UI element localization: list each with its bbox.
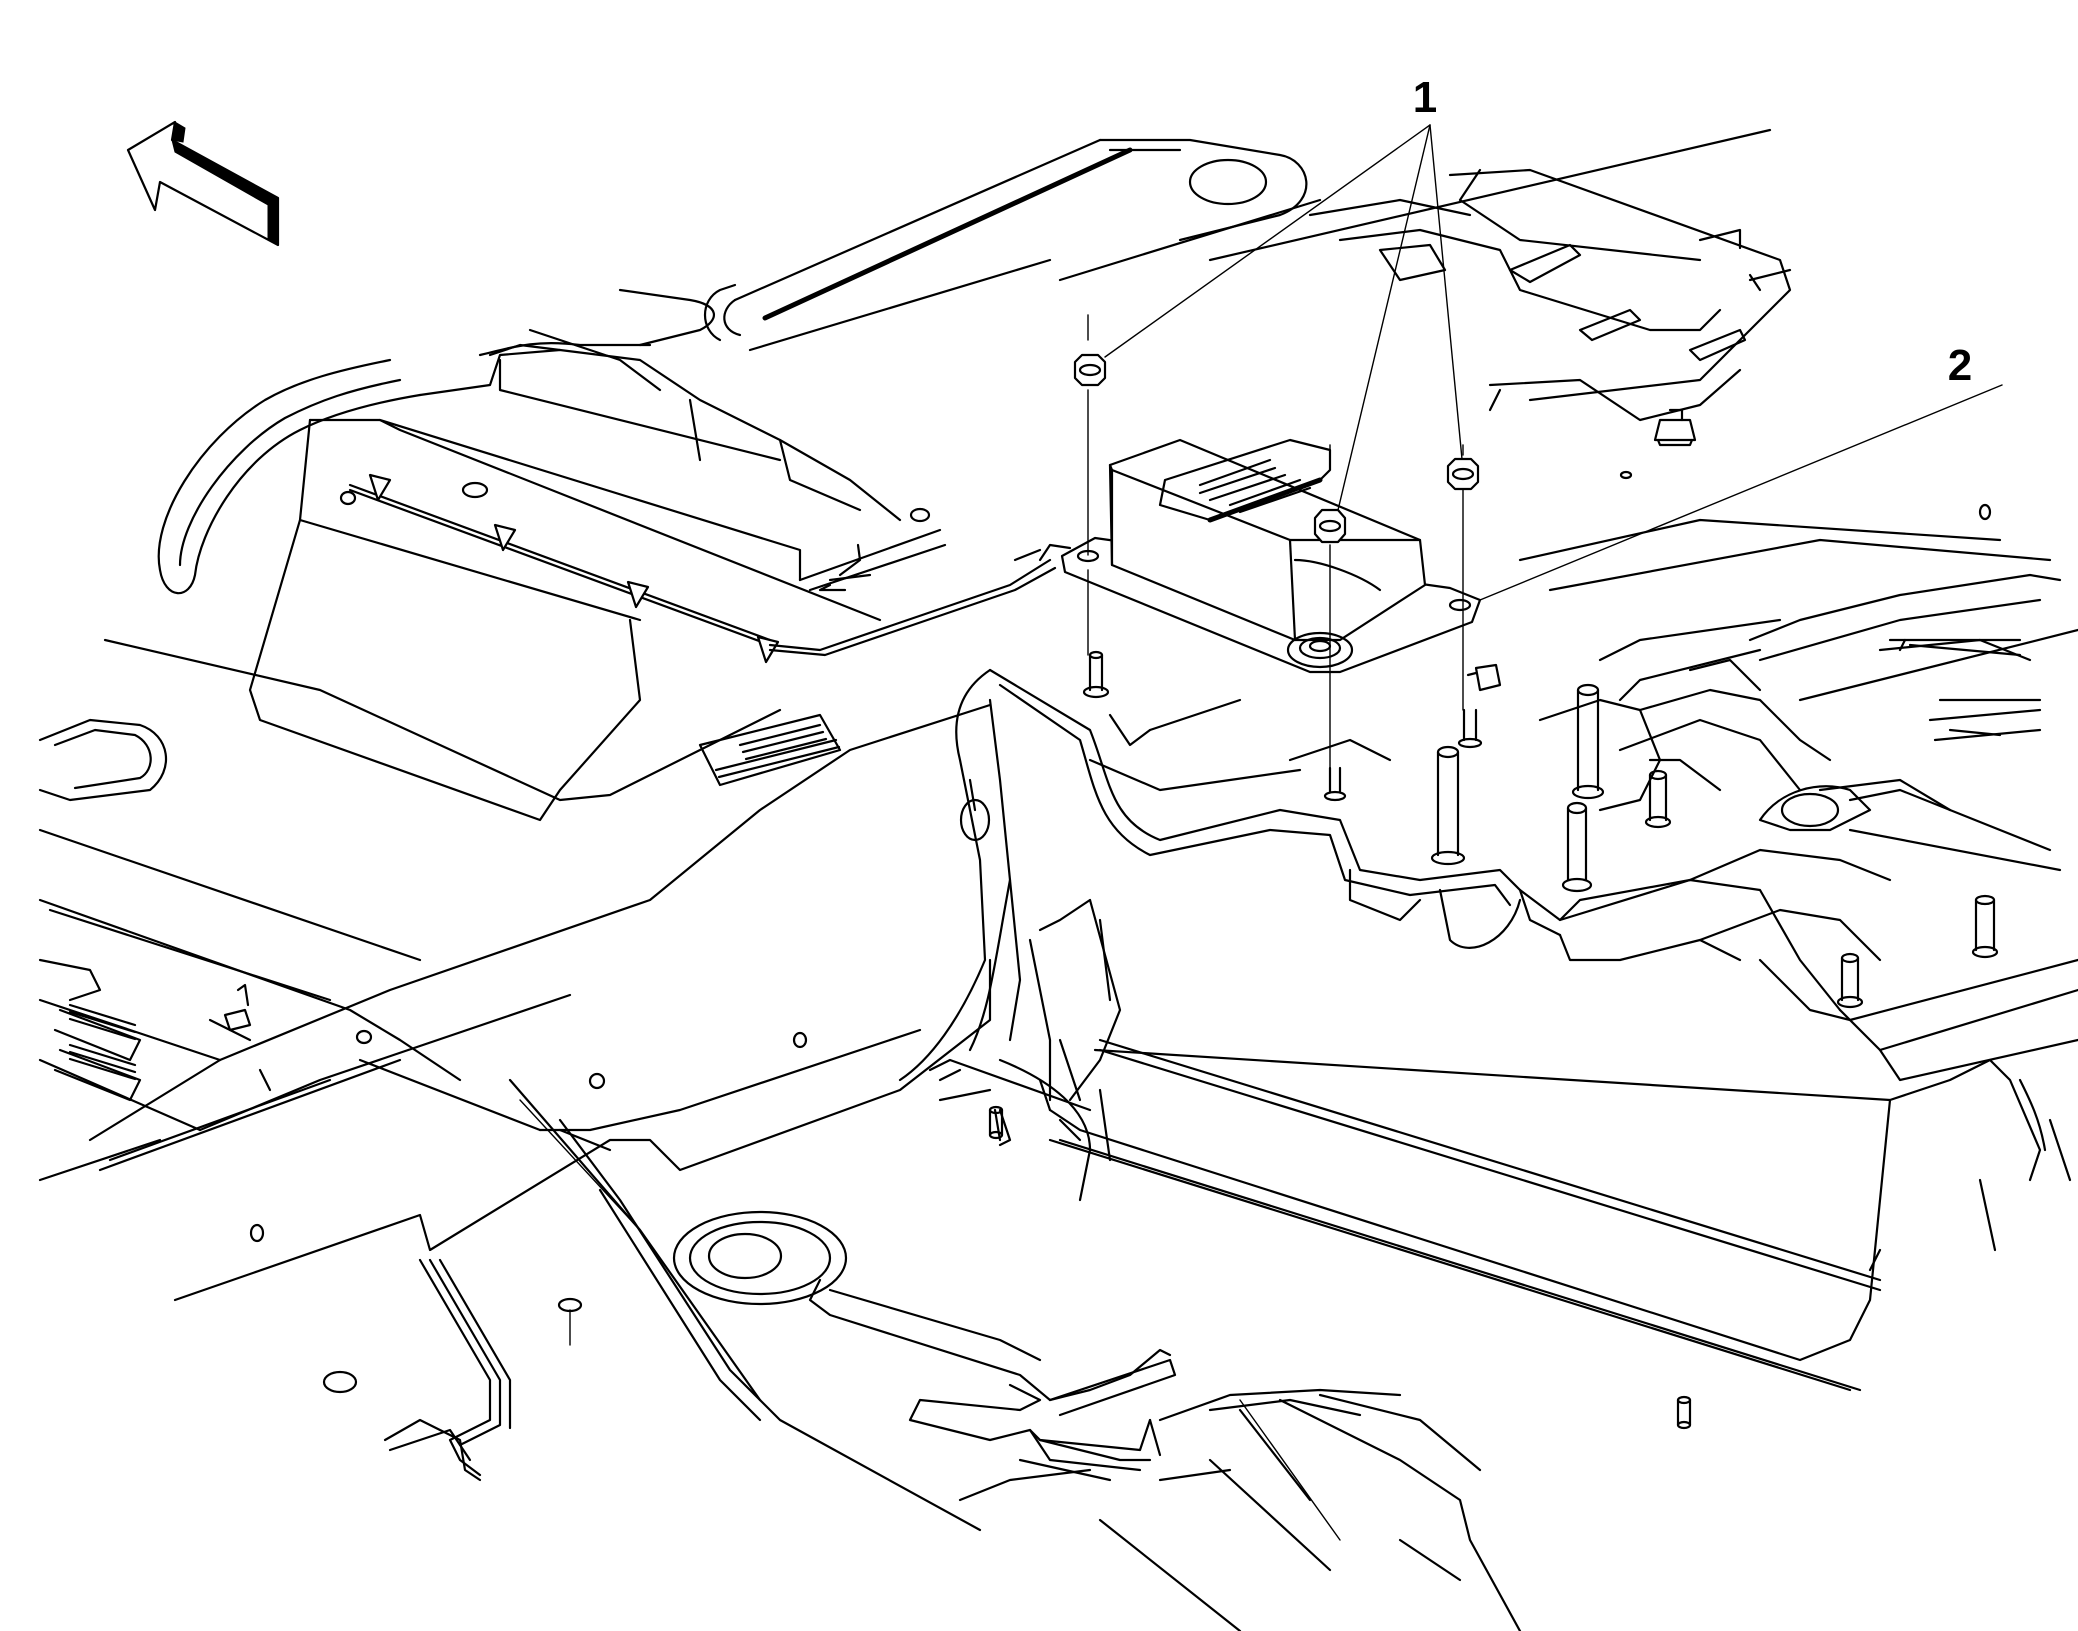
seat-box-left [248, 343, 947, 822]
callout-leaders [1104, 124, 2003, 601]
lower-right-panel [1038, 898, 2072, 1392]
upper-floor-panel [478, 128, 1792, 422]
floor-vent-left [68, 1003, 137, 1081]
bottom-floor [508, 1078, 1852, 1631]
leader-lines [519, 1099, 1341, 1541]
sensing-module [1038, 438, 1482, 674]
lower-left-bracket [383, 1258, 512, 1482]
center-tunnel [898, 668, 1122, 1202]
nut-left [1073, 314, 1107, 656]
callout-label-2: 2 [1948, 341, 1972, 390]
module-nuts [1073, 314, 1480, 771]
left-floor [38, 638, 992, 1394]
callout-label-1: 1 [1413, 73, 1437, 122]
forward-arrow-icon [126, 120, 280, 247]
wire-harness [339, 473, 1057, 664]
nut-right [1446, 444, 1480, 711]
nut-center [1313, 444, 1347, 771]
mounting-studs [988, 408, 1999, 1430]
right-cross-member [988, 503, 2078, 1252]
floor-vent-center [698, 713, 842, 787]
left-rail [157, 328, 662, 595]
